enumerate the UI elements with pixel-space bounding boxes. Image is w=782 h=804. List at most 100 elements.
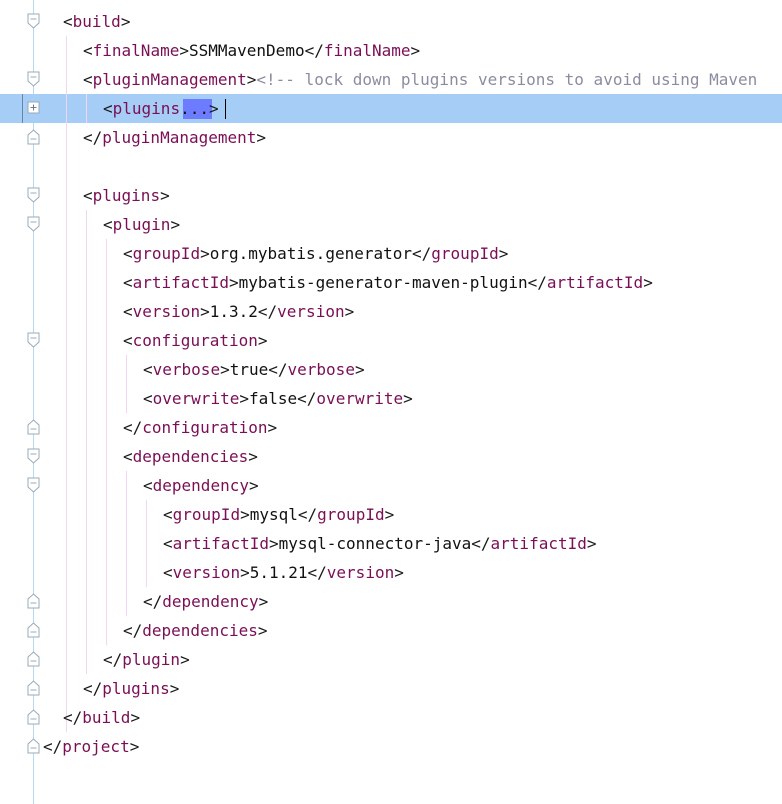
xml-text-value: false xyxy=(248,389,298,408)
xml-tag-name: groupId xyxy=(172,505,241,524)
xml-bracket: < xyxy=(123,302,133,321)
xml-bracket: < xyxy=(103,99,113,118)
xml-bracket: > xyxy=(240,505,250,524)
xml-tag-name: plugins xyxy=(102,679,170,698)
code-line[interactable]: <version>1.3.2</version> xyxy=(123,297,354,326)
xml-bracket: </ xyxy=(412,244,432,263)
xml-tag-name: plugins xyxy=(92,186,161,205)
code-line[interactable]: <plugin> xyxy=(103,210,180,239)
xml-tag-name: verbose xyxy=(152,360,221,379)
code-line[interactable]: <overwrite>false</overwrite> xyxy=(143,384,413,413)
fold-open-icon[interactable] xyxy=(27,13,40,29)
xml-bracket: > xyxy=(170,215,181,234)
xml-tag-name: pluginManagement xyxy=(92,70,247,89)
xml-text-value: mysql-connector-java xyxy=(278,534,472,553)
code-line[interactable]: </project> xyxy=(43,732,139,761)
fold-open-icon[interactable] xyxy=(27,187,40,203)
xml-bracket: </ xyxy=(297,389,317,408)
code-line[interactable]: </plugins> xyxy=(83,674,179,703)
fold-close-icon[interactable] xyxy=(27,593,40,609)
xml-tag-name: plugins xyxy=(112,99,181,118)
xml-tag-name: dependencies xyxy=(142,621,258,640)
xml-bracket: </ xyxy=(123,621,143,640)
fold-close-icon[interactable] xyxy=(27,680,40,696)
current-line-highlight xyxy=(0,94,782,123)
xml-tag-name: finalName xyxy=(92,41,180,60)
code-line[interactable]: <finalName>SSMMavenDemo</finalName> xyxy=(83,36,420,65)
code-line[interactable]: <groupId>org.mybatis.generator</groupId> xyxy=(123,239,508,268)
xml-bracket: </ xyxy=(43,737,63,756)
code-line[interactable]: <version>5.1.21</version> xyxy=(163,558,404,587)
fold-close-icon[interactable] xyxy=(27,129,40,145)
code-line[interactable]: <dependency> xyxy=(143,471,259,500)
folded-region-marker[interactable] xyxy=(183,99,212,119)
code-line[interactable]: <dependencies> xyxy=(123,442,258,471)
xml-bracket: > xyxy=(169,679,180,698)
xml-tag-name: artifactId xyxy=(132,273,229,292)
xml-tag-name: build xyxy=(72,12,121,31)
line-marker xyxy=(22,94,23,123)
code-line[interactable]: </build> xyxy=(63,703,140,732)
xml-bracket: </ xyxy=(471,534,491,553)
xml-bracket: > xyxy=(240,563,250,582)
fold-close-icon[interactable] xyxy=(27,622,40,638)
code-line[interactable]: <configuration> xyxy=(123,326,268,355)
code-line[interactable]: </dependency> xyxy=(143,587,268,616)
xml-bracket: </ xyxy=(297,505,318,524)
xml-bracket: > xyxy=(129,737,140,756)
gutter-divider xyxy=(33,0,34,804)
xml-bracket: > xyxy=(498,244,509,263)
xml-text-value: 5.1.21 xyxy=(249,563,308,582)
code-line[interactable]: <plugins> xyxy=(83,181,170,210)
xml-bracket: > xyxy=(384,505,395,524)
fold-close-icon[interactable] xyxy=(27,738,40,754)
code-line[interactable]: <build> xyxy=(63,7,130,36)
xml-tag-name: verbose xyxy=(287,360,355,379)
code-line[interactable]: </pluginManagement> xyxy=(83,123,266,152)
fold-close-icon[interactable] xyxy=(27,419,40,435)
indent-guide xyxy=(146,500,147,587)
fold-open-icon[interactable] xyxy=(27,216,40,232)
xml-tag-name: plugin xyxy=(122,650,181,669)
xml-bracket: > xyxy=(200,244,210,263)
xml-bracket: > xyxy=(257,331,268,350)
xml-bracket: </ xyxy=(257,302,278,321)
fold-open-icon[interactable] xyxy=(27,71,40,87)
fold-close-icon[interactable] xyxy=(27,651,40,667)
xml-bracket: > xyxy=(180,650,190,669)
code-line[interactable]: <artifactId>mybatis-generator-maven-plug… xyxy=(123,268,653,297)
xml-bracket: < xyxy=(123,447,133,466)
indent-guide xyxy=(86,94,87,123)
xml-tag-name: version xyxy=(132,302,201,321)
fold-expand-icon[interactable] xyxy=(27,100,40,116)
code-line[interactable]: </dependencies> xyxy=(123,616,268,645)
code-line[interactable]: <pluginManagement><!-- lock down plugins… xyxy=(83,65,757,94)
xml-bracket: < xyxy=(163,505,173,524)
code-line[interactable]: <artifactId>mysql-connector-java</artifa… xyxy=(163,529,597,558)
xml-bracket: < xyxy=(83,41,93,60)
xml-bracket: </ xyxy=(304,41,324,60)
fold-close-icon[interactable] xyxy=(27,709,40,725)
code-line[interactable]: <groupId>mysql</groupId> xyxy=(163,500,394,529)
xml-bracket: < xyxy=(163,534,173,553)
xml-bracket: > xyxy=(403,389,413,408)
fold-open-icon[interactable] xyxy=(27,448,40,464)
indent-guide xyxy=(86,210,87,674)
code-line[interactable]: <plugins...> xyxy=(103,94,219,123)
code-line[interactable]: <verbose>true</verbose> xyxy=(143,355,365,384)
code-line[interactable]: </plugin> xyxy=(103,645,190,674)
xml-tag-name: configuration xyxy=(132,331,258,350)
xml-text-value: 1.3.2 xyxy=(209,302,258,321)
xml-bracket: > xyxy=(257,621,268,640)
xml-tag-name: groupId xyxy=(132,244,201,263)
fold-open-icon[interactable] xyxy=(27,477,40,493)
xml-tag-name: pluginManagement xyxy=(102,128,257,147)
fold-open-icon[interactable] xyxy=(27,332,40,348)
indent-guide xyxy=(126,471,127,616)
xml-bracket: < xyxy=(63,12,73,31)
code-line[interactable]: </configuration> xyxy=(123,413,277,442)
xml-tag-name: artifactId xyxy=(490,534,587,553)
xml-tag-name: project xyxy=(62,737,130,756)
xml-bracket: > xyxy=(248,447,258,466)
